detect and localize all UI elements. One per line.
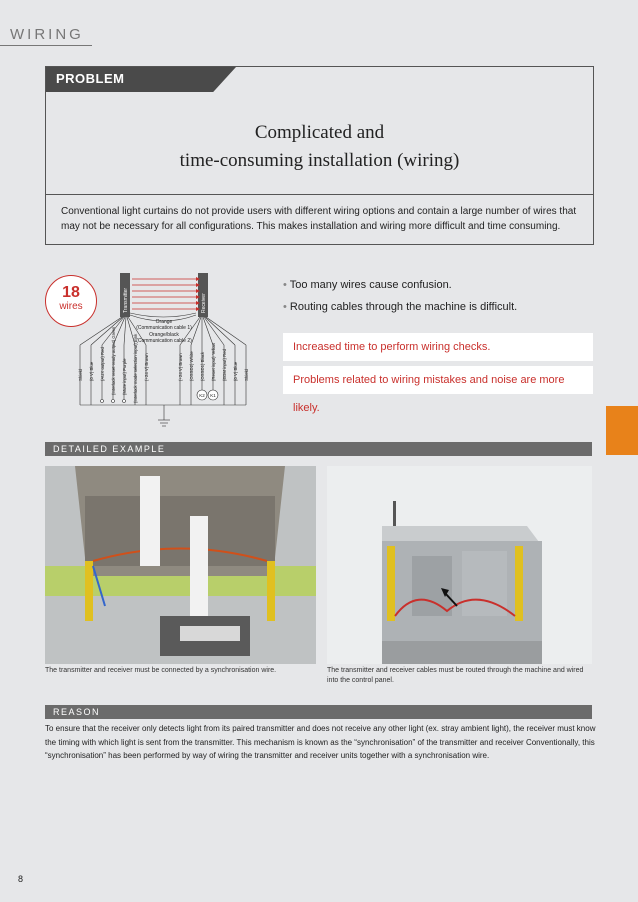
issue-bullets: • Too many wires cause confusion. • Rout… (283, 276, 517, 320)
bullet-dot-icon: • (283, 279, 290, 291)
machine-illustration (327, 466, 592, 664)
problem-tab: PROBLEM (46, 67, 236, 92)
right-wire-label: (EDM input) Red (222, 348, 227, 381)
receiver-label: Receiver (201, 293, 207, 313)
reason-text: To ensure that the receiver only detects… (45, 724, 596, 760)
left-wire-label: (Interlock reset-ready output) Green (111, 326, 116, 395)
wire-count-label: wires (59, 301, 83, 312)
bullet-item: • Routing cables through the machine is … (283, 298, 517, 320)
example-image-machine (327, 466, 592, 664)
bullet-text: Routing cables through the machine is di… (289, 301, 518, 313)
robot-cell-illustration (45, 466, 316, 664)
receiver-unit (198, 273, 208, 317)
comm2-label: Orange/black (149, 332, 179, 338)
right-wire-label: (+24 V) Brown (178, 353, 183, 381)
section-title: WIRING (10, 26, 84, 43)
light-beams (132, 278, 196, 310)
comm1-label: Orange (156, 319, 173, 325)
title-rule (0, 45, 92, 46)
right-wire-label: (OSSD1) Black (200, 351, 205, 381)
beam-arrowheads (196, 277, 200, 311)
detailed-example-label: DETAILED EXAMPLE (53, 444, 166, 454)
problem-divider (46, 194, 593, 195)
left-wire-label: (0 V) Blue (89, 361, 94, 381)
transmitter-unit (120, 273, 130, 317)
wire-count: 18 (62, 284, 80, 301)
problem-header-band (236, 67, 593, 92)
relay-k1-label: K1 (210, 393, 216, 398)
headline-line1: Complicated and (254, 122, 385, 143)
transmitter-label: Transmitter (123, 288, 129, 313)
left-wire-label: (AUX output) Red (100, 346, 105, 381)
switch-contacts (100, 399, 126, 403)
bullet-dot-icon: • (283, 301, 290, 313)
wire-fan (79, 312, 247, 346)
problem-box: PROBLEM Complicated and time-consuming i… (45, 66, 594, 245)
callout-wiring-mistakes: Problems related to wiring mistakes and … (283, 366, 593, 414)
comm2-sub: (Communication cable 2) (136, 338, 192, 344)
right-wire-label: (0 V) Blue (233, 361, 238, 381)
problem-tab-label: PROBLEM (56, 71, 125, 86)
wire-drops (79, 345, 247, 427)
caption-left: The transmitter and receiver must be con… (45, 667, 277, 674)
bullet-item: • Too many wires cause confusion. (283, 276, 517, 298)
detailed-example-bar: DETAILED EXAMPLE (45, 442, 592, 456)
wire-count-badge: 18 wires (45, 275, 97, 327)
reason-label: REASON (53, 707, 101, 717)
relay-k1 (207, 389, 219, 401)
left-wire-label: Shield (78, 368, 83, 381)
reason-bar: REASON (45, 705, 592, 719)
example-image-robot-cell (45, 466, 316, 664)
relay-k2-label: K2 (199, 393, 205, 398)
right-wire-label: (OSSD2) White (189, 351, 194, 381)
page-number: 8 (18, 874, 24, 884)
wiring-diagram: Transmitter Receiver Orange (Communicati… (78, 273, 249, 427)
left-wire-label: (+24 V) Brown (144, 353, 149, 381)
callout-wiring-checks: Increased time to perform wiring checks. (283, 333, 593, 361)
problem-headline: Complicated and time-consuming installat… (46, 119, 593, 175)
left-wire-label: (Mute input) Purple (122, 358, 127, 395)
bullet-text: Too many wires cause confusion. (289, 279, 452, 291)
side-tab (606, 406, 638, 455)
headline-line2: time-consuming installation (wiring) (179, 150, 460, 171)
comm1-sub: (Communication cable 1) (136, 325, 192, 331)
relay-k2 (196, 389, 208, 401)
right-wire-label: Shield (244, 368, 249, 381)
problem-body: Conventional light curtains do not provi… (61, 206, 577, 232)
left-wire-label: (Interlock mode selection input) Pink (133, 333, 138, 403)
right-wire-label: (Reset input) Yellow (211, 342, 216, 381)
caption-right: The transmitter and receiver cables must… (327, 667, 584, 684)
